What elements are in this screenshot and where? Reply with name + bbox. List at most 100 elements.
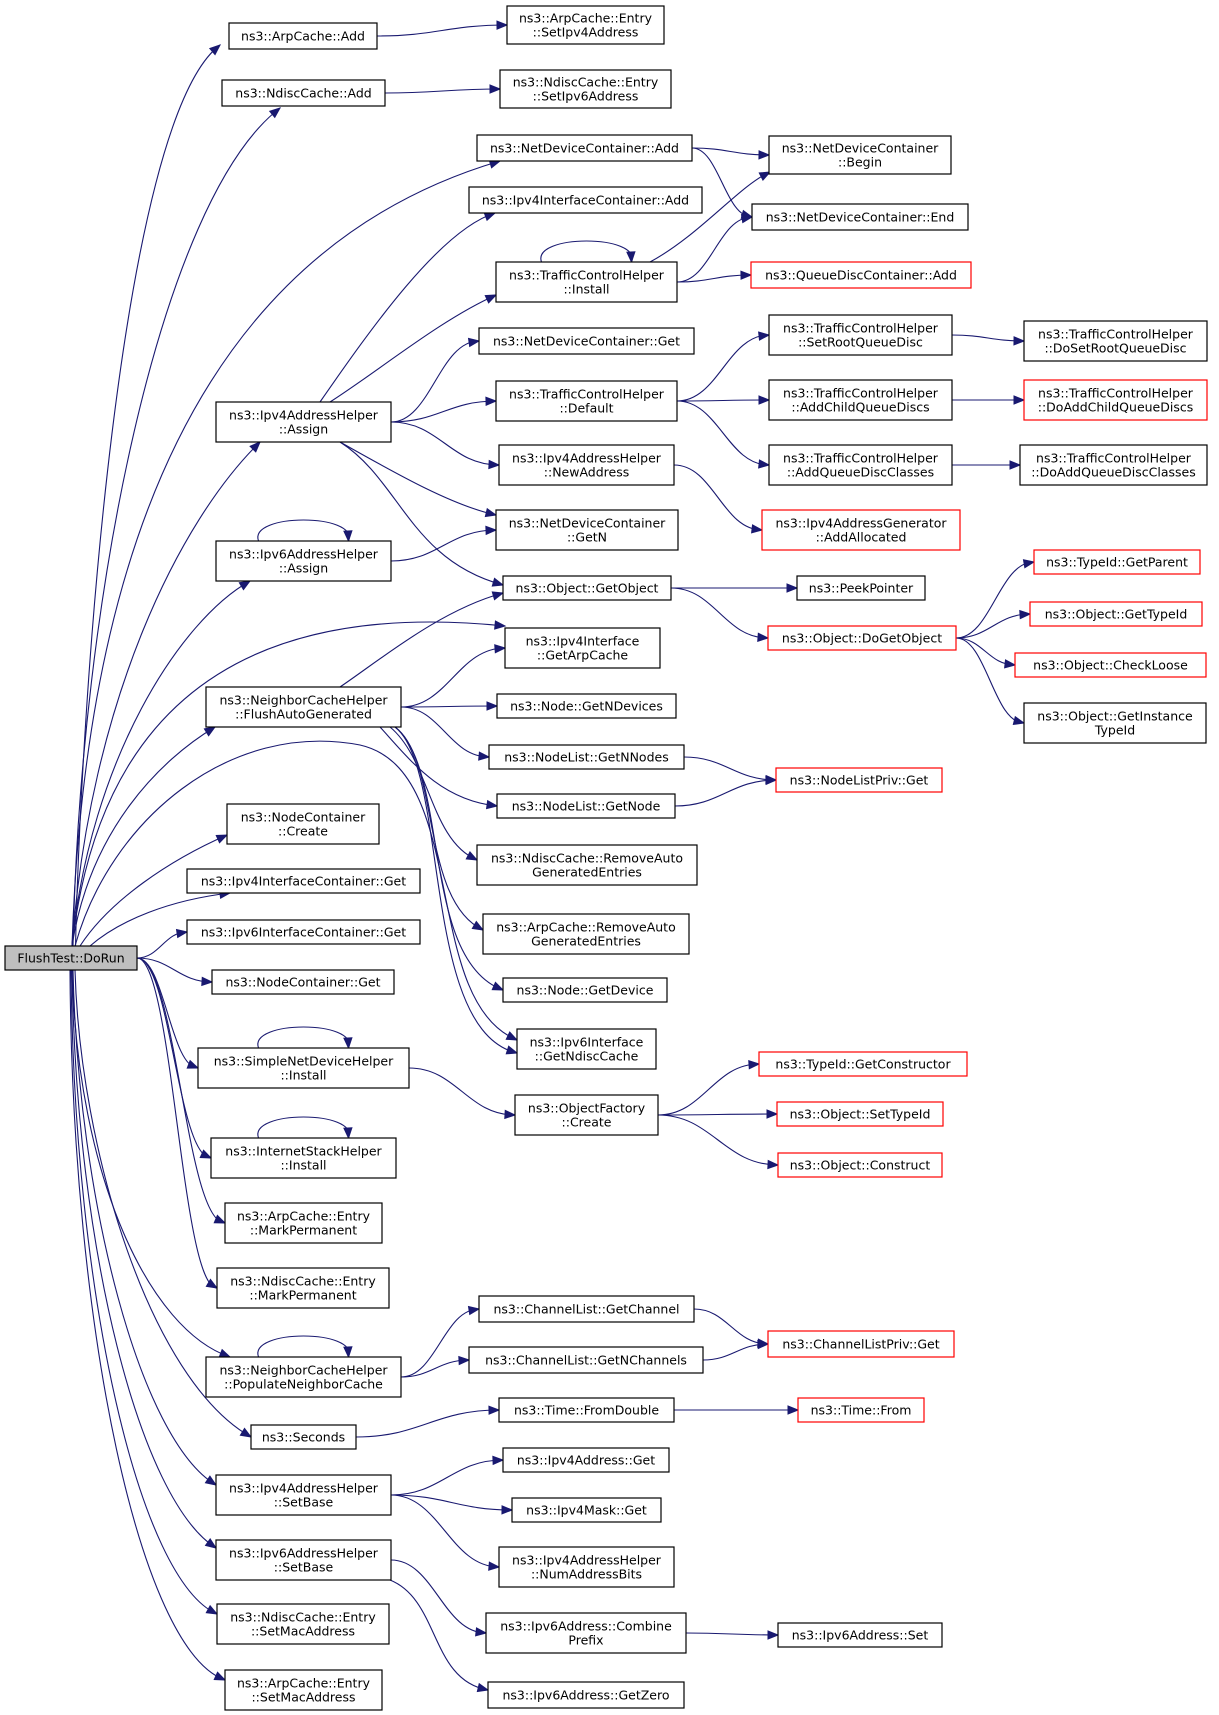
node-ipv4ahSetBase[interactable]: ns3::Ipv4AddressHelper::SetBase xyxy=(215,1474,392,1516)
node-ndcEnd[interactable]: ns3::NetDeviceContainer::End xyxy=(751,203,969,231)
node-ipv4agAddAlloc[interactable]: ns3::Ipv4AddressGenerator::AddAllocated xyxy=(761,509,961,551)
node-chListPrivGet[interactable]: ns3::ChannelListPriv::Get xyxy=(767,1330,955,1358)
node-sndhInstall[interactable]: ns3::SimpleNetDeviceHelper::Install xyxy=(197,1047,410,1089)
node-typeIdGetParent[interactable]: ns3::TypeId::GetParent xyxy=(1033,549,1201,575)
node-chListGetChannel[interactable]: ns3::ChannelList::GetChannel xyxy=(478,1295,695,1323)
node-objSetTypeId[interactable]: ns3::Object::SetTypeId xyxy=(776,1101,944,1127)
node-ndiscEntryMarkPerm[interactable]: ns3::NdiscCache::Entry::MarkPermanent xyxy=(216,1267,390,1309)
node-objDoGetObject[interactable]: ns3::Object::DoGetObject xyxy=(767,625,957,651)
node-ipv4icAdd[interactable]: ns3::Ipv4InterfaceContainer::Add xyxy=(468,186,703,214)
node-ndcBegin[interactable]: ns3::NetDeviceContainer::Begin xyxy=(768,135,952,175)
node-label-line: ns3::Ipv6Address::Combine xyxy=(500,1619,672,1634)
node-label-line: ns3::NetDeviceContainer::Get xyxy=(493,334,680,349)
edge-line xyxy=(676,334,770,402)
edge-arrowhead xyxy=(199,1149,213,1159)
edge-line xyxy=(955,637,1025,724)
node-tchAddChild[interactable]: ns3::TrafficControlHelper::AddChildQueue… xyxy=(768,379,953,421)
node-ipv4addrGet[interactable]: ns3::Ipv4Address::Get xyxy=(502,1447,670,1473)
node-nodeGetNDevices[interactable]: ns3::Node::GetNDevices xyxy=(496,693,677,719)
node-tchDoAddClasses[interactable]: ns3::TrafficControlHelper::DoAddQueueDis… xyxy=(1019,444,1208,486)
edge-line xyxy=(657,1114,779,1166)
edge-ipv4ahSetBase-to-ipv4maskGet xyxy=(390,1494,514,1515)
edge-arrowhead xyxy=(208,44,222,56)
edge-line xyxy=(670,587,769,639)
node-ncCreate[interactable]: ns3::NodeContainer::Create xyxy=(226,803,380,845)
node-label-line: ::Assign xyxy=(279,422,328,437)
node-ipv4ahAssign[interactable]: ns3::Ipv4AddressHelper::Assign xyxy=(215,401,392,443)
node-nchPopulate[interactable]: ns3::NeighborCacheHelper::PopulateNeighb… xyxy=(205,1356,402,1398)
node-label-line: ns3::NodeContainer xyxy=(241,810,366,825)
node-ipv4ahNumBits[interactable]: ns3::Ipv4AddressHelper::NumAddressBits xyxy=(498,1546,675,1588)
node-typeIdGetCtor[interactable]: ns3::TypeId::GetConstructor xyxy=(758,1051,968,1077)
node-ndcGetN[interactable]: ns3::NetDeviceContainer::GetN xyxy=(495,509,679,551)
node-ipv6ifGetNdisc[interactable]: ns3::Ipv6Interface::GetNdiscCache xyxy=(516,1028,657,1070)
node-box xyxy=(498,444,675,486)
node-ndiscEntrySetIpv6[interactable]: ns3::NdiscCache::Entry::SetIpv6Address xyxy=(499,69,672,109)
node-tchDoSetRoot[interactable]: ns3::TrafficControlHelper::DoSetRootQueu… xyxy=(1023,320,1208,362)
node-chListGetNCh[interactable]: ns3::ChannelList::GetNChannels xyxy=(468,1346,704,1374)
node-qdcAdd[interactable]: ns3::QueueDiscContainer::Add xyxy=(750,261,972,289)
node-arpEntrySetIpv4[interactable]: ns3::ArpCache::Entry::SetIpv4Address xyxy=(506,5,665,45)
node-objConstruct[interactable]: ns3::Object::Construct xyxy=(777,1152,943,1178)
node-label-line: ns3::NdiscCache::RemoveAuto xyxy=(491,851,683,866)
node-box xyxy=(1033,549,1201,575)
node-arpRemoveAuto[interactable]: ns3::ArpCache::RemoveAutoGeneratedEntrie… xyxy=(482,913,690,955)
node-label-line: ::MarkPermanent xyxy=(249,1288,356,1303)
node-tchDefault[interactable]: ns3::TrafficControlHelper::Default xyxy=(495,380,678,422)
node-label-line: ns3::TrafficControlHelper xyxy=(783,386,939,401)
node-objGetTypeId[interactable]: ns3::Object::GetTypeId xyxy=(1029,601,1203,627)
node-objGetObject[interactable]: ns3::Object::GetObject xyxy=(502,575,672,601)
node-ndcGet[interactable]: ns3::NetDeviceContainer::Get xyxy=(478,327,695,355)
node-nodeListPrivGet[interactable]: ns3::NodeListPriv::Get xyxy=(775,767,943,793)
edge-line xyxy=(69,969,226,1681)
node-tchInstall[interactable]: ns3::TrafficControlHelper::Install xyxy=(495,261,678,303)
edge-line xyxy=(384,88,501,94)
edge-nchPopulate-to-chListGetChannel xyxy=(400,1305,481,1378)
node-tchAddClasses[interactable]: ns3::TrafficControlHelper::AddQueueDiscC… xyxy=(768,444,953,486)
edge-line xyxy=(89,892,231,947)
edge-nchPopulate-to-chListGetNCh xyxy=(400,1355,471,1378)
node-ipv4maskGet[interactable]: ns3::Ipv4Mask::Get xyxy=(511,1497,662,1523)
node-ipv6addrGetZero[interactable]: ns3::Ipv6Address::GetZero xyxy=(487,1681,685,1709)
node-ipv6icGet[interactable]: ns3::Ipv6InterfaceContainer::Get xyxy=(186,919,421,945)
node-arpEntryMarkPerm[interactable]: ns3::ArpCache::Entry::MarkPermanent xyxy=(224,1202,383,1244)
node-nchFlush[interactable]: ns3::NeighborCacheHelper::FlushAutoGener… xyxy=(205,686,402,728)
node-ndcAdd[interactable]: ns3::NetDeviceContainer::Add xyxy=(476,134,693,162)
edge-line xyxy=(339,441,504,586)
node-ishInstall[interactable]: ns3::InternetStackHelper::Install xyxy=(210,1137,397,1179)
node-nodeListGetNNodes[interactable]: ns3::NodeList::GetNNodes xyxy=(488,744,685,770)
node-label-line: ::Default xyxy=(559,401,613,416)
node-seconds[interactable]: ns3::Seconds xyxy=(250,1424,357,1450)
node-ipv6ahAssign[interactable]: ns3::Ipv6AddressHelper::Assign xyxy=(215,540,392,582)
node-ndiscRemoveAuto[interactable]: ns3::NdiscCache::RemoveAutoGeneratedEntr… xyxy=(476,844,698,886)
node-ipv4icGet[interactable]: ns3::Ipv4InterfaceContainer::Get xyxy=(186,868,421,894)
node-ipv4ifGetArp[interactable]: ns3::Ipv4Interface::GetArpCache xyxy=(504,627,661,669)
node-arpEntrySetMac[interactable]: ns3::ArpCache::Entry::SetMacAddress xyxy=(224,1669,383,1711)
node-label-line: ::Begin xyxy=(838,155,882,170)
node-nodeGetDevice[interactable]: ns3::Node::GetDevice xyxy=(502,977,668,1003)
node-ndiscEntrySetMac[interactable]: ns3::NdiscCache::Entry::SetMacAddress xyxy=(216,1603,390,1645)
node-label-line: ns3::TrafficControlHelper xyxy=(509,387,665,402)
node-ipv6addrSet[interactable]: ns3::Ipv6Address::Set xyxy=(777,1622,943,1648)
node-tchSetRoot[interactable]: ns3::TrafficControlHelper::SetRootQueueD… xyxy=(768,314,953,356)
node-peekPointer[interactable]: ns3::PeekPointer xyxy=(796,575,926,601)
node-root[interactable]: FlushTest::DoRun xyxy=(4,945,138,971)
node-tchDoAddChild[interactable]: ns3::TrafficControlHelper::DoAddChildQue… xyxy=(1023,379,1208,421)
node-timeFrom[interactable]: ns3::Time::From xyxy=(797,1397,925,1423)
edge-root-to-arpEntryMarkPerm xyxy=(136,957,227,1224)
node-ipv6ahSetBase[interactable]: ns3::Ipv6AddressHelper::SetBase xyxy=(215,1539,392,1581)
node-timeFromDouble[interactable]: ns3::Time::FromDouble xyxy=(498,1397,675,1423)
node-arpAdd[interactable]: ns3::ArpCache::Add xyxy=(228,22,378,50)
edge-arrowhead xyxy=(186,1059,200,1069)
node-label-line: ns3::NodeListPriv::Get xyxy=(790,773,929,788)
node-nodeListGetNode[interactable]: ns3::NodeList::GetNode xyxy=(496,793,676,819)
node-ofCreate[interactable]: ns3::ObjectFactory::Create xyxy=(514,1094,659,1136)
node-ipv4ahNewAddr[interactable]: ns3::Ipv4AddressHelper::NewAddress xyxy=(498,444,675,486)
node-ndiscAdd[interactable]: ns3::NdiscCache::Add xyxy=(221,79,386,107)
node-ncGet[interactable]: ns3::NodeContainer::Get xyxy=(211,969,395,995)
edge-arrowhead xyxy=(471,920,485,931)
node-box xyxy=(215,1539,392,1581)
node-objCheckLoose[interactable]: ns3::Object::CheckLoose xyxy=(1014,652,1207,678)
